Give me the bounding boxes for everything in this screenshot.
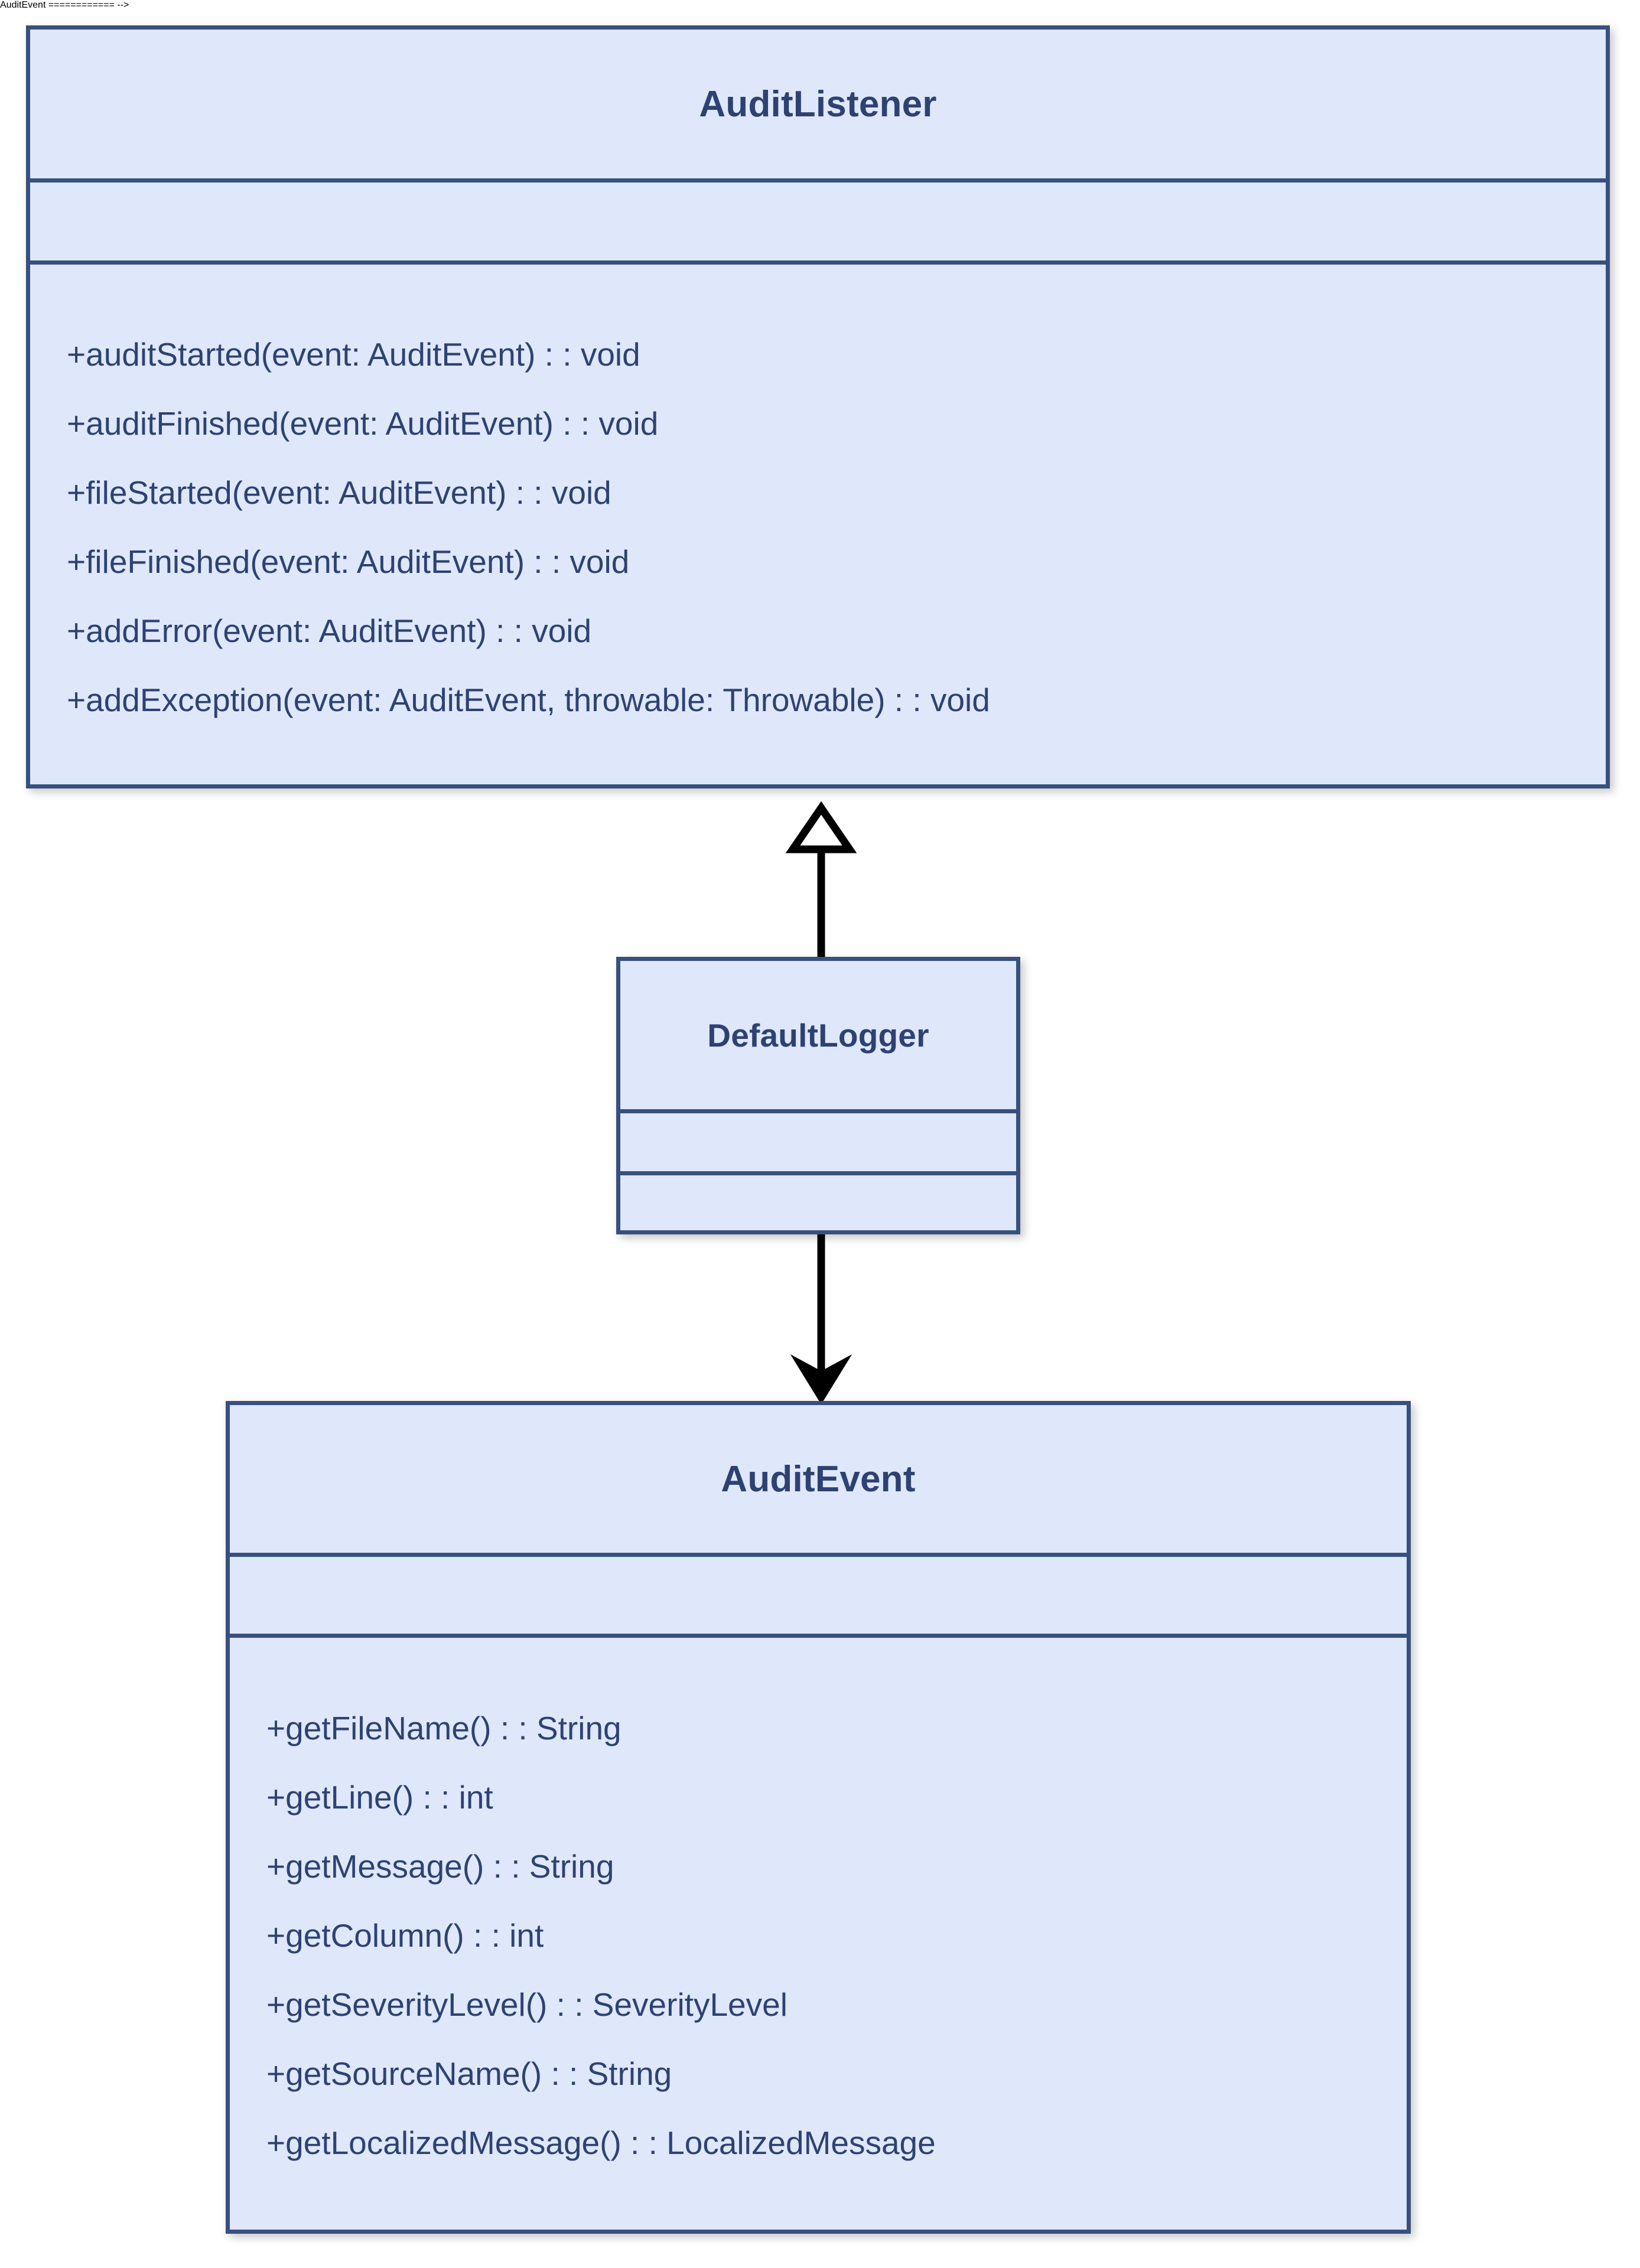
- methods-compartment-defaultlogger: [620, 1171, 1016, 1230]
- method-item: +addError(event: AuditEvent) : : void: [67, 612, 592, 649]
- method-item: +getFileName() : : String: [266, 1709, 621, 1746]
- method-item: +fileFinished(event: AuditEvent) : : voi…: [67, 543, 630, 580]
- method-item: +fileStarted(event: AuditEvent) : : void: [67, 474, 611, 511]
- attributes-compartment-auditlistener: [30, 178, 1606, 260]
- generalization-connector-defaultlogger-to-auditlistener[interactable]: [762, 786, 880, 963]
- method-item: +getSeverityLevel() : : SeverityLevel: [266, 1986, 788, 2023]
- method-item: +addException(event: AuditEvent, throwab…: [67, 682, 990, 718]
- uml-class-defaultlogger[interactable]: DefaultLogger: [616, 957, 1020, 1234]
- class-name-auditlistener: AuditListener: [699, 83, 937, 125]
- methods-compartment-auditlistener: +auditStarted(event: AuditEvent) : : voi…: [30, 260, 1606, 784]
- method-item: +auditFinished(event: AuditEvent) : : vo…: [67, 405, 659, 442]
- uml-class-auditevent[interactable]: AuditEvent +getFileName() : : String +ge…: [226, 1401, 1411, 2234]
- method-item: +getLine() : : int: [266, 1778, 493, 1816]
- method-item: +getSourceName() : : String: [266, 2055, 672, 2092]
- uml-class-auditlistener[interactable]: AuditListener +auditStarted(event: Audit…: [26, 25, 1610, 788]
- class-name-auditevent: AuditEvent: [721, 1458, 916, 1500]
- method-item: +getMessage() : : String: [266, 1847, 614, 1885]
- attributes-compartment-defaultlogger: [620, 1109, 1016, 1171]
- methods-compartment-auditevent: +getFileName() : : String +getLine() : :…: [230, 1634, 1407, 2230]
- association-connector-defaultlogger-to-auditevent[interactable]: [762, 1231, 880, 1409]
- method-item: +auditStarted(event: AuditEvent) : : voi…: [67, 336, 640, 373]
- class-name-defaultlogger: DefaultLogger: [707, 1016, 929, 1054]
- hollow-triangle-arrowhead-icon: [785, 801, 857, 853]
- method-item: +getLocalizedMessage() : : LocalizedMess…: [266, 2124, 936, 2161]
- filled-arrowhead-icon: [790, 1354, 852, 1405]
- method-item: +getColumn() : : int: [266, 1917, 544, 1954]
- attributes-compartment-auditevent: [230, 1553, 1407, 1634]
